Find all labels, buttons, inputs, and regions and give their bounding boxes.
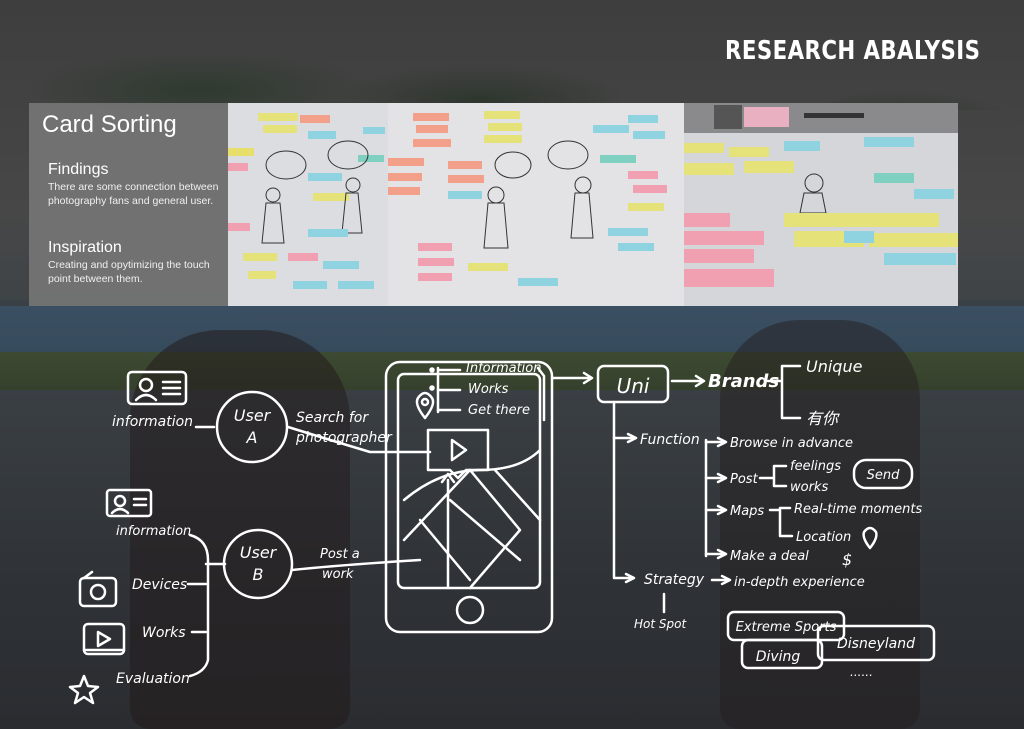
dollar-label: $ bbox=[842, 550, 852, 569]
findings-heading: Findings bbox=[48, 161, 109, 178]
inspiration-heading: Inspiration bbox=[48, 239, 122, 256]
phone-item-information: Information bbox=[466, 361, 541, 376]
location-pin-icon bbox=[415, 391, 435, 420]
evaluation-label: Evaluation bbox=[116, 671, 190, 687]
devices-label: Devices bbox=[132, 577, 187, 593]
post-label-2: work bbox=[322, 567, 354, 582]
ellipsis-label: ...... bbox=[850, 665, 873, 679]
strategy-label: Strategy bbox=[644, 572, 705, 588]
camera-icon bbox=[78, 576, 118, 608]
diving-box bbox=[740, 638, 824, 670]
realtime-label: Real-time moments bbox=[794, 502, 922, 517]
diving-label: Diving bbox=[756, 649, 801, 665]
brands-label: Brands bbox=[708, 371, 779, 392]
unique-label: Unique bbox=[806, 357, 863, 376]
uni-box bbox=[596, 364, 670, 404]
star-icon bbox=[68, 674, 100, 705]
post-branch-label: Post bbox=[730, 472, 759, 487]
extreme-label: Extreme Sports bbox=[736, 620, 837, 635]
profile-card-icon bbox=[105, 488, 153, 518]
search-label-1: Search for bbox=[296, 410, 369, 426]
card-sorting-photo-1 bbox=[228, 103, 388, 306]
location-pin-icon bbox=[862, 526, 878, 550]
card-sorting-photo-3 bbox=[684, 103, 958, 306]
user-a-letter: A bbox=[246, 428, 258, 447]
function-label: Function bbox=[640, 432, 700, 448]
background-person-left bbox=[130, 330, 350, 729]
maps-label: Maps bbox=[730, 504, 764, 519]
hotspot-label: Hot Spot bbox=[634, 617, 687, 631]
card-sorting-title: Card Sorting bbox=[42, 111, 177, 138]
search-label-2: photographer bbox=[295, 430, 393, 446]
disneyland-box bbox=[816, 624, 936, 662]
phone-item-works: Works bbox=[468, 382, 509, 397]
youni-label: 有你 bbox=[806, 409, 840, 428]
post-label-1: Post a bbox=[320, 547, 360, 562]
background-trees bbox=[0, 40, 1024, 110]
findings-text: There are some connection between photog… bbox=[48, 181, 219, 207]
feelings-label: feelings bbox=[790, 459, 841, 474]
user-b-circle bbox=[222, 528, 294, 600]
inspiration-text: Creating and opytimizing the touch point… bbox=[48, 259, 210, 285]
card-sorting-panel: Card Sorting Findings There are some con… bbox=[29, 103, 228, 306]
send-label: Send bbox=[867, 468, 900, 483]
phone-outline bbox=[384, 360, 554, 634]
send-bubble bbox=[852, 458, 914, 490]
user-a-label: User bbox=[234, 406, 272, 425]
profile-card-icon bbox=[126, 370, 188, 406]
phone-item-get-there: Get there bbox=[468, 403, 530, 418]
user-b-letter: B bbox=[253, 565, 264, 584]
user-a-circle bbox=[215, 390, 289, 464]
information-b-label: information bbox=[116, 524, 191, 539]
works-branch-label: works bbox=[790, 480, 828, 495]
card-sorting-photo-2 bbox=[388, 103, 684, 306]
video-icon bbox=[82, 622, 126, 656]
user-b-label: User bbox=[240, 543, 278, 562]
uni-label: Uni bbox=[617, 374, 650, 398]
browse-label: Browse in advance bbox=[730, 436, 853, 451]
location-label: Location bbox=[796, 530, 851, 545]
page-title: RESEARCH ABALYSIS bbox=[724, 36, 980, 66]
play-bubble bbox=[426, 428, 490, 480]
information-a-label: information bbox=[112, 414, 193, 430]
indepth-label: in-depth experience bbox=[734, 575, 865, 590]
works-left-label: Works bbox=[142, 625, 186, 641]
deal-label: Make a deal bbox=[730, 549, 809, 564]
phone-home-button bbox=[455, 595, 485, 625]
disneyland-label: Disneyland bbox=[837, 636, 915, 652]
